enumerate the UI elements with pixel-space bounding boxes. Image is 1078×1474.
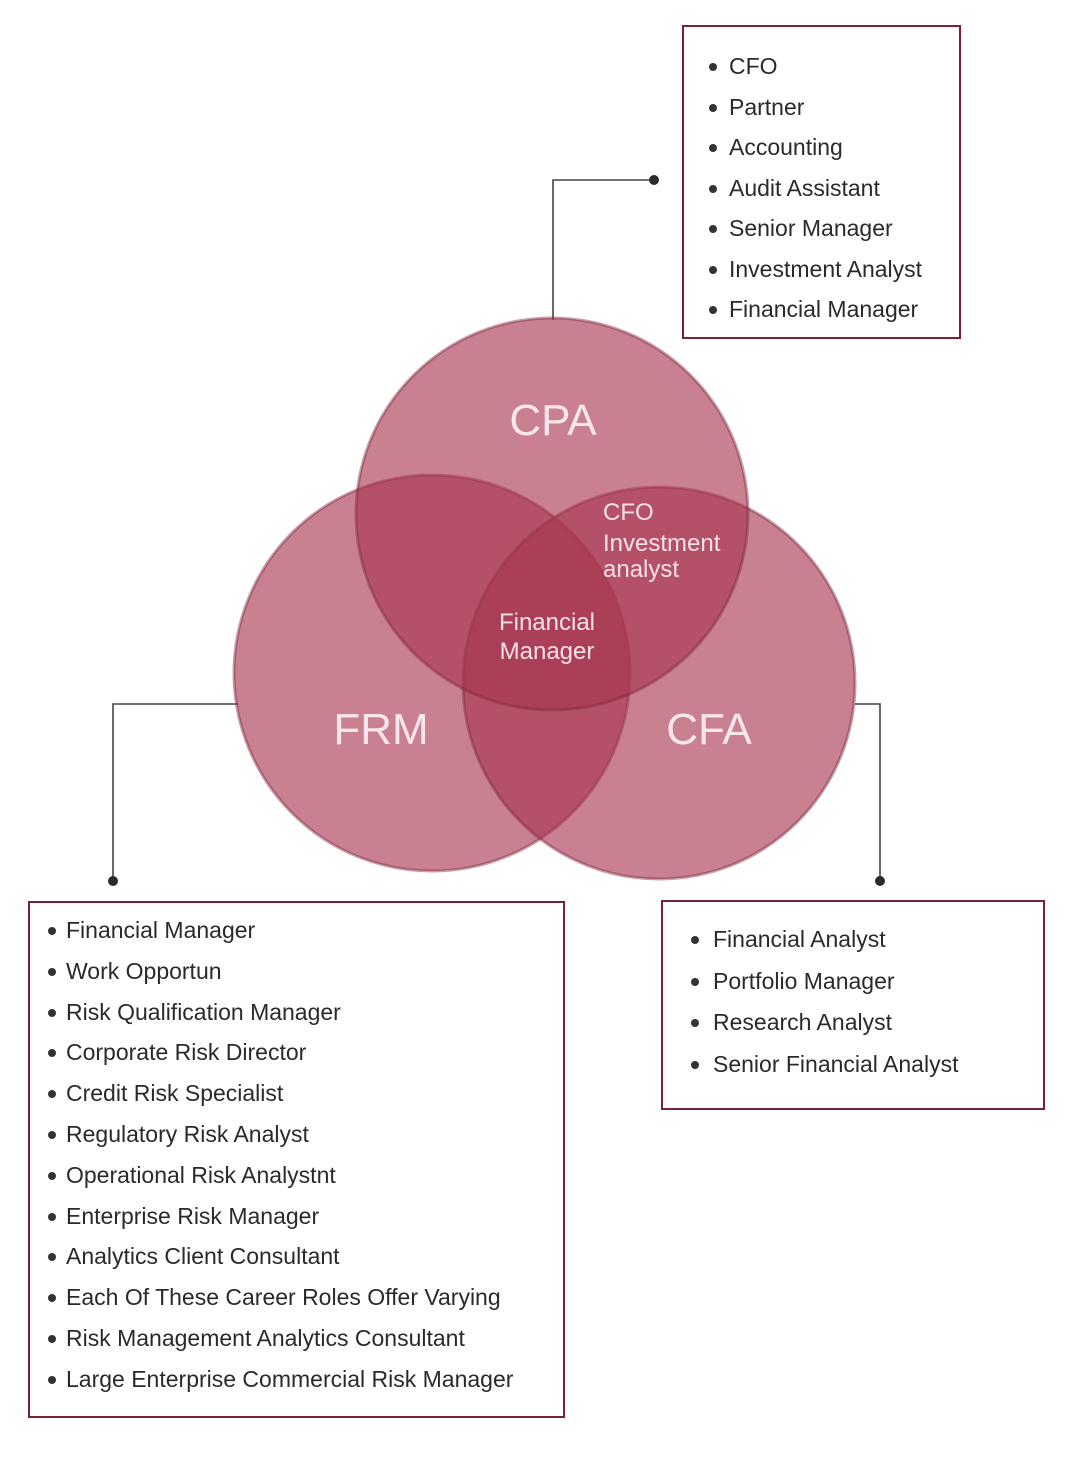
list-item: Operational Risk Analystnt <box>48 1163 563 1205</box>
cfa-careers-box: Financial Analyst Portfolio Manager Rese… <box>661 900 1045 1110</box>
cpa-careers-list: CFO Partner Accounting Audit Assistant S… <box>684 27 959 339</box>
center-overlap-label: Financial Manager <box>499 609 595 665</box>
list-item: Research Analyst <box>691 1011 1043 1053</box>
list-item: Corporate Risk Director <box>48 1041 563 1082</box>
list-item: Each Of These Career Roles Offer Varying <box>48 1286 563 1327</box>
list-item: Risk Qualification Manager <box>48 1000 563 1042</box>
list-item: Senior Financial Analyst <box>691 1052 1043 1095</box>
cpa-cfa-overlap-label: CFO Investment analyst <box>603 499 721 583</box>
list-item: Senior Manager <box>709 217 959 258</box>
list-item: Investment Analyst <box>709 257 959 299</box>
cpa-connector <box>552 179 653 320</box>
cpa-connector-dot <box>649 175 659 185</box>
list-item: Partner <box>709 95 959 137</box>
list-item: Risk Management Analytics Consultant <box>48 1327 563 1368</box>
frm-connector <box>112 703 238 880</box>
list-item: Enterprise Risk Manager <box>48 1204 563 1246</box>
frm-label: FRM <box>333 705 428 754</box>
connector-lines <box>112 179 881 880</box>
list-item: Work Opportun <box>48 959 563 1001</box>
list-item: Credit Risk Specialist <box>48 1082 563 1123</box>
overlap-line: analyst <box>603 556 679 583</box>
frm-careers-box: Financial Manager Work Opportun Risk Qua… <box>28 901 565 1418</box>
frm-careers-list: Financial Manager Work Opportun Risk Qua… <box>30 903 563 1409</box>
overlap-line: Investment <box>603 530 721 557</box>
list-item: Regulatory Risk Analyst <box>48 1123 563 1164</box>
list-item: Audit Assistant <box>709 176 959 218</box>
list-item: Analytics Client Consultant <box>48 1245 563 1286</box>
list-item: Financial Manager <box>48 919 563 960</box>
cfa-connector <box>855 703 881 880</box>
overlap-line: CFO <box>603 499 654 526</box>
cfa-connector-dot <box>875 876 885 886</box>
cpa-label: CPA <box>509 396 597 445</box>
list-item: Financial Manager <box>709 298 959 339</box>
cfa-label: CFA <box>666 705 752 754</box>
list-item: Portfolio Manager <box>691 969 1043 1012</box>
list-item: Accounting <box>709 136 959 177</box>
frm-connector-dot <box>108 876 118 886</box>
circles <box>232 316 857 881</box>
list-item: Large Enterprise Commercial Risk Manager <box>48 1367 563 1409</box>
cpa-circle <box>354 316 750 712</box>
center-line: Financial <box>499 609 595 636</box>
cfa-careers-list: Financial Analyst Portfolio Manager Rese… <box>663 902 1043 1094</box>
list-item: CFO <box>709 55 959 96</box>
center-line: Manager <box>500 638 595 665</box>
cpa-careers-box: CFO Partner Accounting Audit Assistant S… <box>682 25 961 339</box>
list-item: Financial Analyst <box>691 928 1043 970</box>
